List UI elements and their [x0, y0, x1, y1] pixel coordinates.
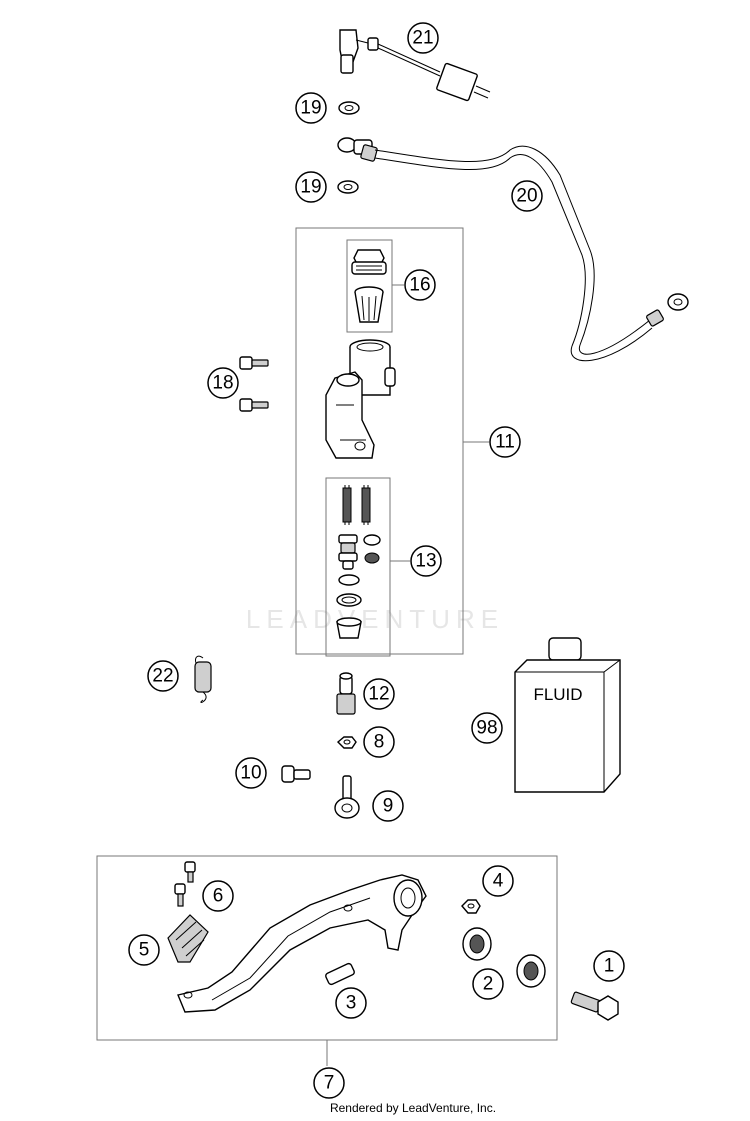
- fluid-label: FLUID: [533, 685, 582, 704]
- callout-19-upper: 19: [295, 92, 327, 124]
- part-8-nut: [336, 736, 357, 749]
- part-22-spring: [194, 655, 212, 703]
- part-9-clevis: [334, 775, 360, 819]
- svg-text:20: 20: [516, 186, 537, 207]
- part-20-brake-line: [337, 137, 689, 362]
- svg-text:9: 9: [383, 796, 394, 817]
- callout-20: 20: [511, 180, 543, 212]
- part-21-brake-switch-cable: [339, 29, 491, 102]
- part-18-bolt-lower: [239, 398, 269, 412]
- svg-text:19: 19: [300, 177, 321, 198]
- callout-7: 7: [313, 1067, 345, 1099]
- callout-98: 98: [471, 712, 503, 744]
- part-98-fluid-bottle: FLUID: [514, 637, 621, 793]
- svg-text:10: 10: [240, 763, 261, 784]
- svg-text:4: 4: [493, 871, 504, 892]
- svg-text:6: 6: [213, 886, 224, 907]
- part-1-pivot-bolt: [570, 991, 619, 1021]
- callout-22: 22: [147, 660, 179, 692]
- frame-part-16: [346, 239, 393, 333]
- callout-8: 8: [363, 726, 395, 758]
- svg-text:19: 19: [300, 98, 321, 119]
- frame-part-11: [295, 227, 464, 655]
- svg-text:5: 5: [139, 940, 150, 961]
- callout-5: 5: [128, 934, 160, 966]
- callout-19-lower: 19: [295, 171, 327, 203]
- svg-text:22: 22: [152, 666, 173, 687]
- callout-2: 2: [472, 968, 504, 1000]
- svg-text:16: 16: [409, 275, 430, 296]
- svg-text:18: 18: [212, 373, 233, 394]
- callout-18: 18: [207, 367, 239, 399]
- svg-text:11: 11: [495, 432, 515, 453]
- part-19-washer-lower: [337, 180, 359, 194]
- callout-16: 16: [404, 269, 436, 301]
- part-2-bearing-right: [516, 954, 546, 988]
- svg-text:2: 2: [483, 974, 494, 995]
- svg-text:3: 3: [346, 993, 357, 1014]
- credit-text: Rendered by LeadVenture, Inc.: [330, 1101, 496, 1115]
- callout-3: 3: [335, 987, 367, 1019]
- part-7-brake-pedal: [177, 874, 427, 1013]
- svg-text:13: 13: [415, 551, 436, 572]
- callout-12: 12: [363, 678, 395, 710]
- part-11-master-cylinder-body: [325, 339, 396, 459]
- callout-1: 1: [593, 950, 625, 982]
- callout-9: 9: [372, 790, 404, 822]
- svg-text:8: 8: [374, 732, 385, 753]
- part-2-bearing-left: [462, 927, 492, 961]
- frame-part-13: [325, 477, 391, 657]
- part-4-nut: [461, 899, 481, 914]
- part-6-bolts: [174, 861, 196, 907]
- svg-text:21: 21: [412, 28, 433, 49]
- svg-text:7: 7: [324, 1073, 335, 1094]
- part-18-bolt-upper: [239, 356, 269, 370]
- part-16-filter: [354, 286, 384, 323]
- callout-13: 13: [410, 545, 442, 577]
- part-12-push-rod: [336, 672, 356, 715]
- callout-6: 6: [202, 880, 234, 912]
- part-3-pivot-pin: [325, 962, 355, 986]
- svg-text:1: 1: [604, 956, 615, 977]
- part-10-pin: [281, 765, 311, 783]
- part-5-pedal-tip: [167, 914, 209, 963]
- callout-10: 10: [235, 757, 267, 789]
- part-19-washer-upper: [338, 101, 360, 115]
- svg-text:12: 12: [368, 684, 389, 705]
- watermark-text: LEADVENTURE: [246, 604, 504, 634]
- callout-21: 21: [407, 22, 439, 54]
- svg-text:98: 98: [476, 718, 497, 739]
- part-13-piston-kit: [336, 485, 381, 639]
- callout-11: 11: [489, 426, 521, 458]
- part-16-reservoir-cap: [351, 249, 387, 275]
- callout-4: 4: [482, 865, 514, 897]
